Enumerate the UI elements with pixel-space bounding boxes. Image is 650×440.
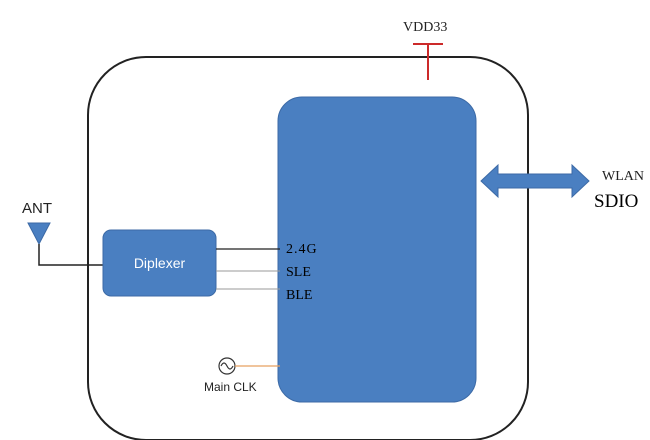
antenna-icon [27,222,51,246]
vdd33-label: VDD33 [403,20,447,35]
module-outline [87,56,529,440]
oscillator-wave [220,362,234,370]
diplexer-block [102,229,217,297]
signal-label-2g4: 2.4G [286,242,318,257]
sdio-double-arrow [480,163,590,199]
sdio-label: SDIO [594,191,638,212]
main-clk-label: Main CLK [204,380,257,394]
ant-label: ANT [22,200,52,217]
diplexer-label: Diplexer [134,255,186,271]
antenna-feed-line [38,244,104,266]
signal-label-sle: SLE [286,265,311,280]
signal-label-ble: BLE [286,288,312,303]
wlan-label: WLAN [602,169,644,184]
